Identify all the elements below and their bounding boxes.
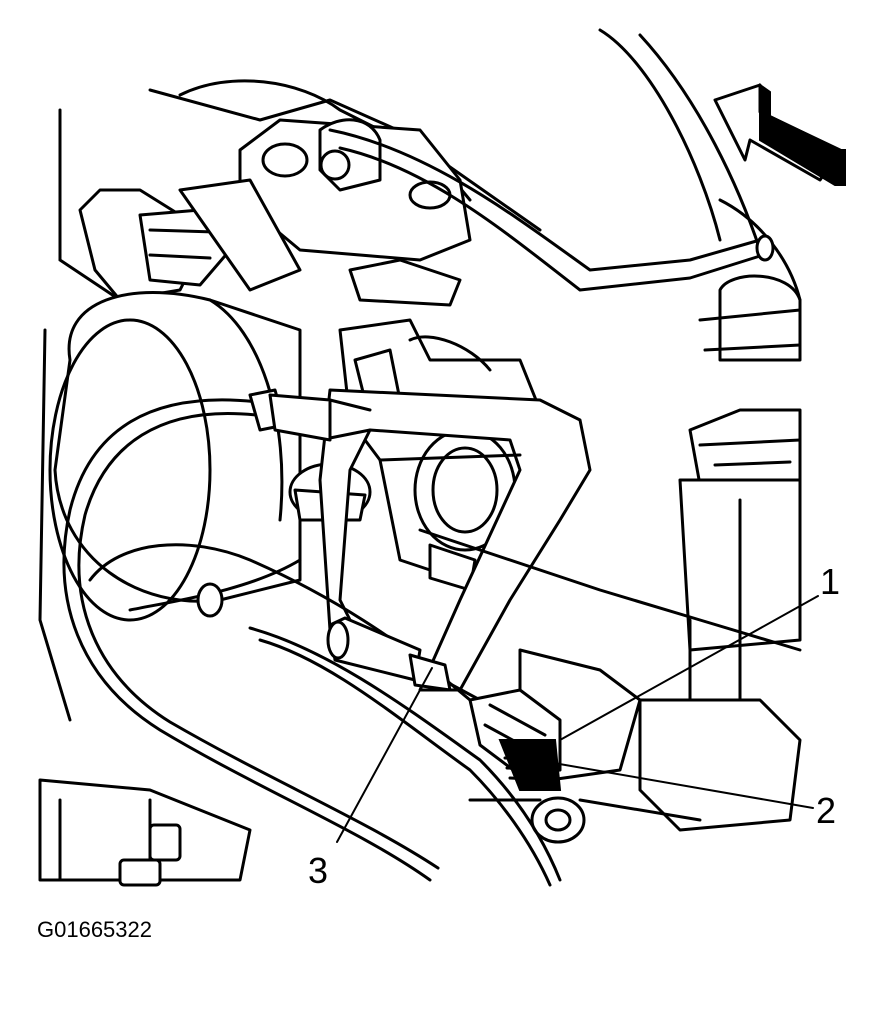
throttle-body-housing [48,291,372,622]
callout-2: 2 [816,790,836,831]
fuel-rail-components [678,274,802,802]
figure-id: G01665322 [37,917,152,942]
accelerator-cable [62,388,562,887]
callout-1: 1 [820,561,840,602]
switch-connector [468,688,562,791]
vacuum-hose [328,128,775,292]
front-direction-arrow-icon [713,83,846,186]
callout-3: 3 [308,850,328,891]
cable-adjuster [326,616,482,702]
callout-leaders [336,595,819,843]
idle-air-control-assembly [78,178,302,302]
